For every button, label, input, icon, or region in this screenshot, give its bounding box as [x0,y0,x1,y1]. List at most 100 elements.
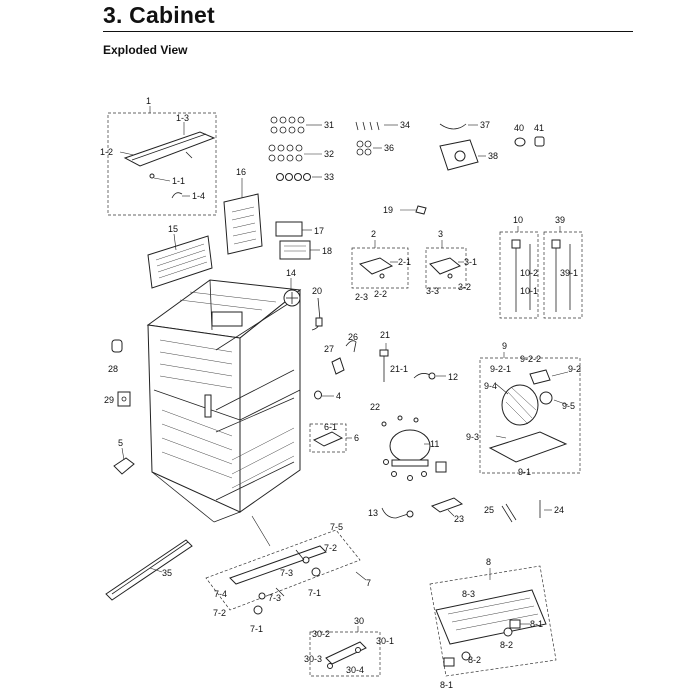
part-5-hinge [113,447,135,475]
callout-10-2: 10-2 [520,268,538,278]
part-3-dashed-box [425,247,467,289]
part-9-dashed-box [479,357,581,474]
title-rule [103,31,633,32]
callout-30-2: 30-2 [312,629,330,639]
part-40-cap [514,137,526,147]
callout-26: 26 [348,332,358,342]
part-22-compressor-body [389,429,431,463]
part-6-group [309,423,352,453]
part-7-group [205,515,367,615]
callout-36: 36 [384,143,394,153]
cabinet-divider-left [153,389,241,421]
part-39-group [543,226,583,319]
callout-34: 34 [400,120,410,130]
callout-14: 14 [286,268,296,278]
part-16-panel [223,193,263,255]
callout-10-1: 10-1 [520,286,538,296]
part-1-1-pin [149,173,155,179]
callout-18: 18 [322,246,332,256]
callout-29: 29 [104,395,114,405]
part-28-clip-shape [111,339,123,353]
part-31-clips [270,116,322,134]
main-cabinet [146,279,302,523]
part-1-4-clip [171,192,183,199]
callout-28: 28 [108,364,118,374]
part-3-group [425,240,467,289]
part-30-1-bracket [325,641,367,665]
callout-22: 22 [370,402,380,412]
section-subtitle: Exploded View [103,43,188,57]
part-29-bracket-shape [117,391,131,407]
callout-9-1: 9-1 [518,467,531,477]
callout-9-2: 9-2 [568,364,581,374]
callout-21: 21 [380,330,390,340]
part-23-bracket-shape [430,497,464,513]
callout-38: 38 [488,151,498,161]
callout-2-3: 2-3 [355,292,368,302]
part-40-41-caps [514,136,545,147]
callout-7-1-b: 7-1 [250,624,263,634]
part-38-housing [439,139,486,171]
part-2-group [351,240,409,289]
part-34-screws [355,121,398,131]
callout-16: 16 [236,167,246,177]
callout-41: 41 [534,123,544,133]
callout-9-2-2: 9-2-2 [520,354,541,364]
part-39-dashed-box [543,231,583,319]
part-7-dashed-box [205,529,361,611]
callout-2-2: 2-2 [374,289,387,299]
part-8-group [429,565,557,677]
callout-4: 4 [336,391,341,401]
cabinet-latch [204,394,212,418]
part-7-1-roller [311,567,321,577]
part-35-rail-shape [105,539,193,601]
part-1-3-hinge-plate [123,131,216,167]
part-12-sensor [413,372,446,380]
callout-31: 31 [324,120,334,130]
callout-7-4: 7-4 [214,589,227,599]
callout-9-4: 9-4 [484,381,497,391]
callout-2-1: 2-1 [398,257,411,267]
callout-1-4: 1-4 [192,191,205,201]
part-26-pipe [345,340,357,353]
callout-39-1: 39-1 [560,268,578,278]
part-15-panel [147,235,213,289]
part-30-group [309,626,381,677]
part-27-clip [331,357,345,375]
part-3-1-bracket [429,257,461,275]
callout-37: 37 [480,120,490,130]
callout-8-3: 8-3 [462,589,475,599]
callout-32: 32 [324,149,334,159]
callout-19: 19 [383,205,393,215]
callout-6: 6 [354,433,359,443]
callout-1-3: 1-3 [176,113,189,123]
part-16-label-panel [223,178,263,255]
callout-2: 2 [371,229,376,239]
part-19-clip [400,205,427,215]
callout-20: 20 [312,286,322,296]
callout-5: 5 [118,438,123,448]
part-1-1-leader [153,177,171,182]
cabinet-front-frame [239,288,301,513]
callout-39: 39 [555,215,565,225]
callout-7-2-b: 7-2 [213,608,226,618]
part-26-pipe-shape [345,340,357,353]
callout-10: 10 [513,215,523,225]
section-title: 3. Cabinet [103,2,215,28]
cabinet-top-vent [211,311,243,327]
part-9-1-base-plate [488,431,568,463]
part-37-wire [439,123,478,130]
callout-7-1: 7-1 [308,588,321,598]
callout-25: 25 [484,505,494,515]
part-25-tube [501,503,517,523]
callout-8: 8 [486,557,491,567]
part-17-board [275,221,303,237]
callout-8-2-b: 8-2 [468,655,481,665]
part-9-group [479,352,581,474]
callout-15: 15 [168,224,178,234]
screw-icon [185,151,193,159]
callout-8-1-b: 8-1 [440,680,453,690]
callout-17: 17 [314,226,324,236]
